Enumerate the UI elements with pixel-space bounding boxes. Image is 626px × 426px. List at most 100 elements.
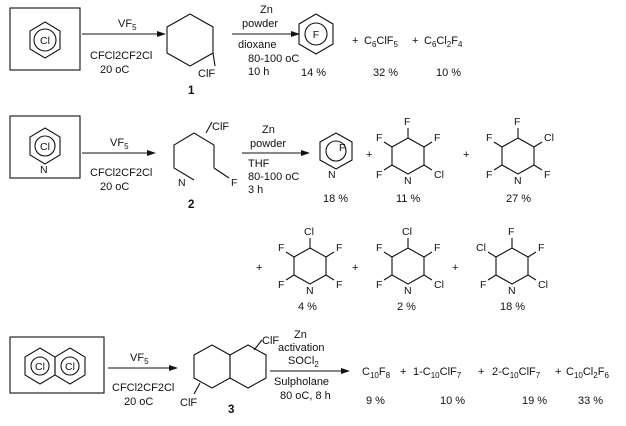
row3-p3-f-ll: F: [480, 279, 486, 291]
row2-intermediate-substituent: ClF: [212, 121, 229, 133]
row2-arrow2: [242, 150, 310, 156]
row3-p1-f-ur: F: [336, 242, 342, 254]
row4-product2: 1-C10ClF7: [413, 366, 462, 380]
row1-intermediate-number: 1: [188, 85, 195, 97]
row4-plus1: +: [400, 366, 406, 378]
row4-arrow2: [270, 368, 350, 374]
row4-intermediate-number: 3: [228, 404, 234, 416]
row1-reactant-label: Cl: [40, 35, 50, 47]
row4-temp: 20 oC: [124, 396, 153, 408]
row4-reactant: Cl Cl: [9, 336, 105, 394]
row2-intermediate: ClF N F 2: [173, 121, 237, 211]
row3-yield1: 4 %: [298, 301, 317, 313]
row2-step2-solvent: THF: [248, 158, 270, 170]
row3-p1-f-ll: F: [278, 279, 284, 291]
row1-product3: C6Cl2F4: [424, 35, 463, 49]
row1-step2-time: 10 h: [248, 66, 269, 78]
row2-reagent: VF5: [110, 137, 129, 151]
row1-plus1: +: [352, 35, 358, 47]
row2-p3-f-lr: F: [544, 169, 550, 181]
row4-intermediate-sub-bottom: ClF: [180, 397, 197, 409]
row2-product1-n: N: [328, 169, 336, 181]
row2-step2-powder: powder: [250, 138, 286, 150]
row1-arrow2: [232, 31, 300, 37]
row3-p2-f-ul: F: [376, 242, 382, 254]
row3-p1-n: N: [306, 285, 314, 297]
row4-step2-zn: Zn: [294, 329, 307, 341]
row2-step2-zn: Zn: [262, 124, 275, 136]
row2-arrow1: [82, 150, 156, 156]
row1-reagent: VF5: [118, 18, 137, 32]
row3-p2-f-ur: F: [434, 242, 440, 254]
row3-p1-f-ul: F: [278, 242, 284, 254]
row2-intermediate-n: N: [178, 177, 186, 189]
row3-p3-f-top: F: [508, 226, 514, 238]
row4-plus2: +: [478, 366, 484, 378]
row4-step2-solvent: Sulpholane: [274, 376, 329, 388]
row3-product1: Cl F F F N F: [278, 226, 342, 297]
row1-yield3: 10 %: [436, 67, 461, 79]
row4-intermediate: ClF ClF 3: [180, 335, 279, 416]
row3-p3-f-ur: F: [538, 242, 544, 254]
row2-reactant-n: N: [40, 164, 48, 176]
row4-product1: C10F8: [362, 366, 391, 380]
row2-p2-f-top: F: [404, 116, 410, 128]
row4-plus3: +: [555, 366, 561, 378]
row2-temp: 20 oC: [100, 181, 129, 193]
row1-step2-temp: 80-100 oC: [248, 53, 299, 65]
row2-p3-f-ll: F: [486, 169, 492, 181]
row4-product3: 2-C10ClF7: [492, 366, 541, 380]
row1-step2-zn: Zn: [260, 4, 273, 16]
row2-product3: F F Cl F N F: [486, 116, 554, 187]
row2-product2: F F F F N Cl: [376, 116, 444, 187]
row3-p3-cl-lr: Cl: [538, 279, 548, 291]
row1-intermediate: ClF 1: [166, 13, 216, 97]
row2-yield3: 27 %: [506, 193, 531, 205]
row2-p3-cl: Cl: [544, 132, 554, 144]
row3-p3-cl-ul: Cl: [476, 242, 486, 254]
row4-step2-activation: activation: [278, 342, 324, 354]
row2-plus1: +: [366, 149, 372, 161]
row1-plus2: +: [412, 35, 418, 47]
row4-reactant-label1: Cl: [35, 361, 45, 373]
row2-p2-n: N: [404, 175, 412, 187]
row4-yield1: 9 %: [366, 395, 385, 407]
row3-plus3: +: [452, 262, 458, 274]
row1-yield1: 14 %: [301, 67, 326, 79]
row2-p2-f-ul: F: [376, 132, 382, 144]
row2-intermediate-f: F: [231, 177, 237, 189]
row3-product3: F Cl F F N Cl: [476, 226, 548, 297]
row2-reactant-label: Cl: [40, 141, 50, 153]
row2-yield2: 11 %: [396, 193, 420, 205]
row2-plus2: +: [463, 149, 469, 161]
row1-product2: C6ClF5: [364, 35, 399, 49]
row4-solvent: CFCl2CF2Cl: [112, 382, 174, 394]
row2-intermediate-number: 2: [188, 199, 194, 211]
row4-intermediate-sub-top: ClF: [262, 335, 279, 347]
row2-yield1: 18 %: [323, 193, 348, 205]
row4-arrow1: [108, 365, 178, 371]
row3-yield3: 18 %: [500, 301, 525, 313]
row1-step2-powder: powder: [242, 18, 278, 30]
row3-p2-n: N: [404, 285, 412, 297]
row3-product2: Cl F F F N Cl: [376, 226, 444, 297]
row1-solvent: CFCl2CF2Cl: [90, 50, 152, 62]
row2-product1: F N: [319, 132, 353, 181]
row2-step2-time: 3 h: [248, 184, 263, 196]
row4-step2-reagent: SOCl2: [288, 355, 319, 369]
row4-reactant-label2: Cl: [65, 361, 75, 373]
row3-p2-cl-lr: Cl: [434, 279, 444, 291]
row2-reactant: Cl N: [9, 115, 81, 179]
row1-reactant: Cl: [9, 7, 81, 71]
row3-p2-f-ll: F: [376, 279, 382, 291]
row2-solvent: CFCl2CF2Cl: [90, 167, 152, 179]
row2-p3-n: N: [514, 175, 522, 187]
row3-plus1: +: [256, 262, 262, 274]
row3-p3-n: N: [508, 285, 516, 297]
row3-yield2: 2 %: [397, 301, 416, 313]
row1-product1: F: [298, 13, 334, 55]
row3-p1-f-lr: F: [336, 279, 342, 291]
row2-p2-f-ur: F: [434, 132, 440, 144]
row1-step2-solvent: dioxane: [238, 39, 277, 51]
row1-intermediate-substituent: ClF: [198, 68, 215, 80]
